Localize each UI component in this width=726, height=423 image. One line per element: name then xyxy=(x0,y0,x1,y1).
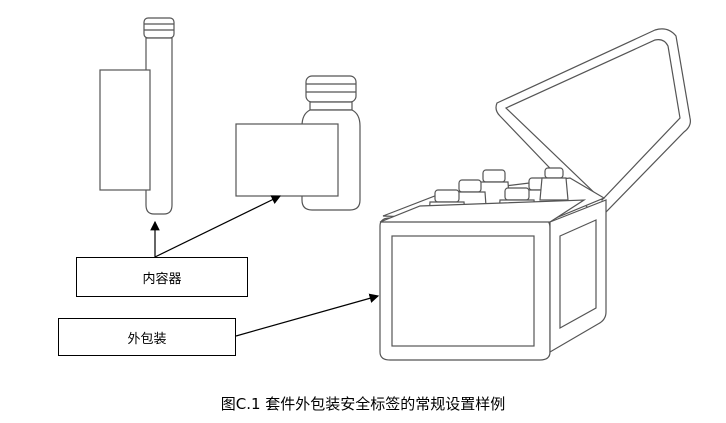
outer-packaging-text: 外包装 xyxy=(127,331,167,347)
box-front-panel xyxy=(391,235,535,347)
box-side-panel xyxy=(559,219,597,330)
inner-container-text: 内容器 xyxy=(142,271,182,287)
box-front xyxy=(379,217,551,361)
box-lid xyxy=(495,28,691,216)
bottle-neck xyxy=(309,101,353,111)
arrows xyxy=(150,195,380,337)
test-tube-body xyxy=(145,37,173,215)
test-tube-label xyxy=(99,69,151,191)
box-side xyxy=(549,199,607,354)
figure-caption: 图C.1 套件外包装安全标签的常规设置样例 xyxy=(220,395,506,413)
bottle-cap xyxy=(305,75,357,103)
inner-container-label: 内容器 xyxy=(76,257,248,297)
bottle xyxy=(235,75,361,211)
test-tube-cap xyxy=(143,17,175,39)
bottle-label xyxy=(235,123,339,197)
outer-packaging-label: 外包装 xyxy=(58,318,236,356)
test-tube xyxy=(99,17,175,215)
outer-box xyxy=(379,28,691,361)
arrow-to-outer-box xyxy=(235,293,380,337)
arrow-to-bottle xyxy=(154,195,282,258)
